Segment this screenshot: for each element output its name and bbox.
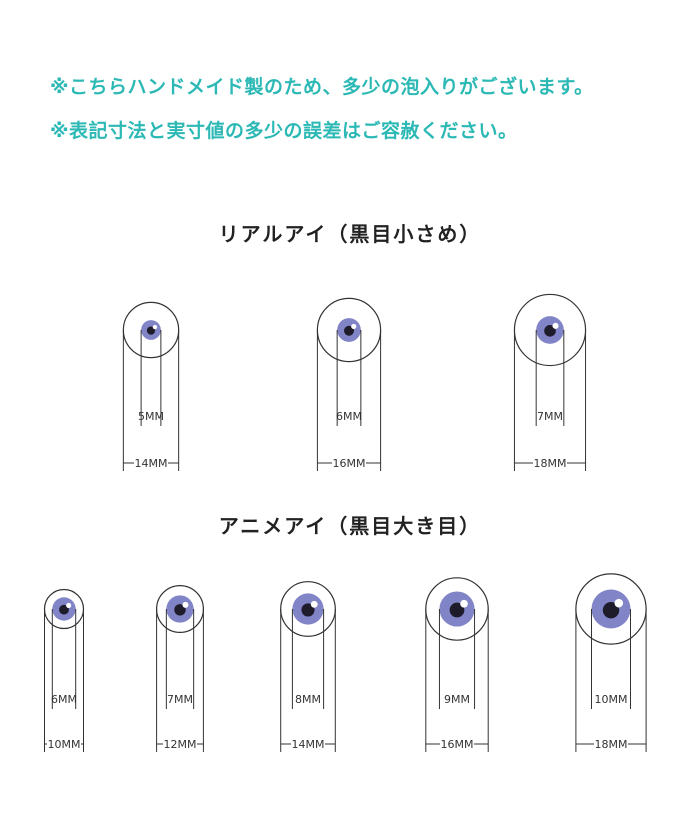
eye-highlight (152, 324, 158, 330)
iris-size-label: 7MM (537, 410, 563, 423)
heading-real-eye: リアルアイ（黒目小さめ） (218, 222, 482, 246)
pupil (301, 603, 315, 617)
pupil (59, 604, 69, 615)
eye-highlight (460, 599, 468, 608)
total-size-label: 10MM (48, 738, 81, 751)
notice-bubbles: ※こちらハンドメイド製のため、多少の泡入りがございます。 (50, 76, 594, 98)
pupil (146, 326, 156, 335)
total-size-label: 16MM (333, 457, 366, 470)
total-size-label: 18MM (595, 738, 628, 751)
eye-highlight (552, 322, 559, 329)
iris-size-label: 6MM (336, 410, 362, 423)
pupil (602, 601, 620, 619)
eye-highlight (182, 601, 189, 608)
eye-highlight (310, 600, 318, 608)
pupil (544, 325, 556, 337)
iris-size-label: 9MM (444, 693, 470, 706)
total-size-label: 16MM (441, 738, 474, 751)
eye-highlight (66, 602, 72, 609)
iris-size-label: 10MM (595, 693, 628, 706)
iris-size-label: 7MM (167, 693, 193, 706)
iris-size-label: 6MM (51, 693, 77, 706)
eye-highlight (351, 323, 357, 330)
heading-anime-eye: アニメアイ（黒目大き目） (218, 514, 482, 538)
eye-highlight (614, 598, 624, 608)
iris-size-label: 5MM (138, 410, 164, 423)
pupil (449, 602, 465, 618)
total-size-label: 14MM (135, 457, 168, 470)
iris-size-label: 8MM (295, 693, 321, 706)
total-size-label: 12MM (164, 738, 197, 751)
total-size-label: 14MM (292, 738, 325, 751)
notice-tolerance: ※表記寸法と実寸値の多少の誤差はご容赦ください。 (50, 120, 518, 142)
pupil (174, 604, 186, 616)
total-size-label: 18MM (534, 457, 567, 470)
pupil (344, 325, 354, 336)
